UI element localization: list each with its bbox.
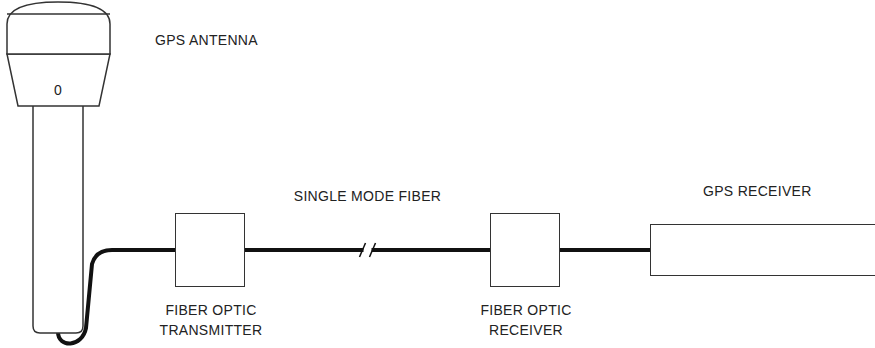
antenna-part <box>7 2 110 54</box>
edge-label: SINGLE MODE FIBER <box>294 186 441 206</box>
antenna-drawing <box>5 0 112 334</box>
antenna-seam <box>7 13 110 15</box>
node-label: 0 <box>54 80 62 100</box>
receiver-box: FIBER OPTIC RECEIVER <box>490 213 560 287</box>
gps-antenna: GPS ANTENNA0 <box>5 0 112 334</box>
node-label: FIBER OPTIC RECEIVER <box>461 300 591 340</box>
gps-receiver-box: GPS RECEIVER <box>650 224 875 276</box>
cable <box>560 248 650 252</box>
node-label: GPS RECEIVER <box>703 181 812 201</box>
node-label: GPS ANTENNA <box>155 30 258 50</box>
node-label: FIBER OPTIC TRANSMITTER <box>146 300 276 340</box>
antenna-part <box>33 104 83 333</box>
fiber-break <box>360 243 376 257</box>
antenna-part <box>7 54 110 106</box>
transmitter-box: FIBER OPTIC TRANSMITTER <box>175 213 245 287</box>
